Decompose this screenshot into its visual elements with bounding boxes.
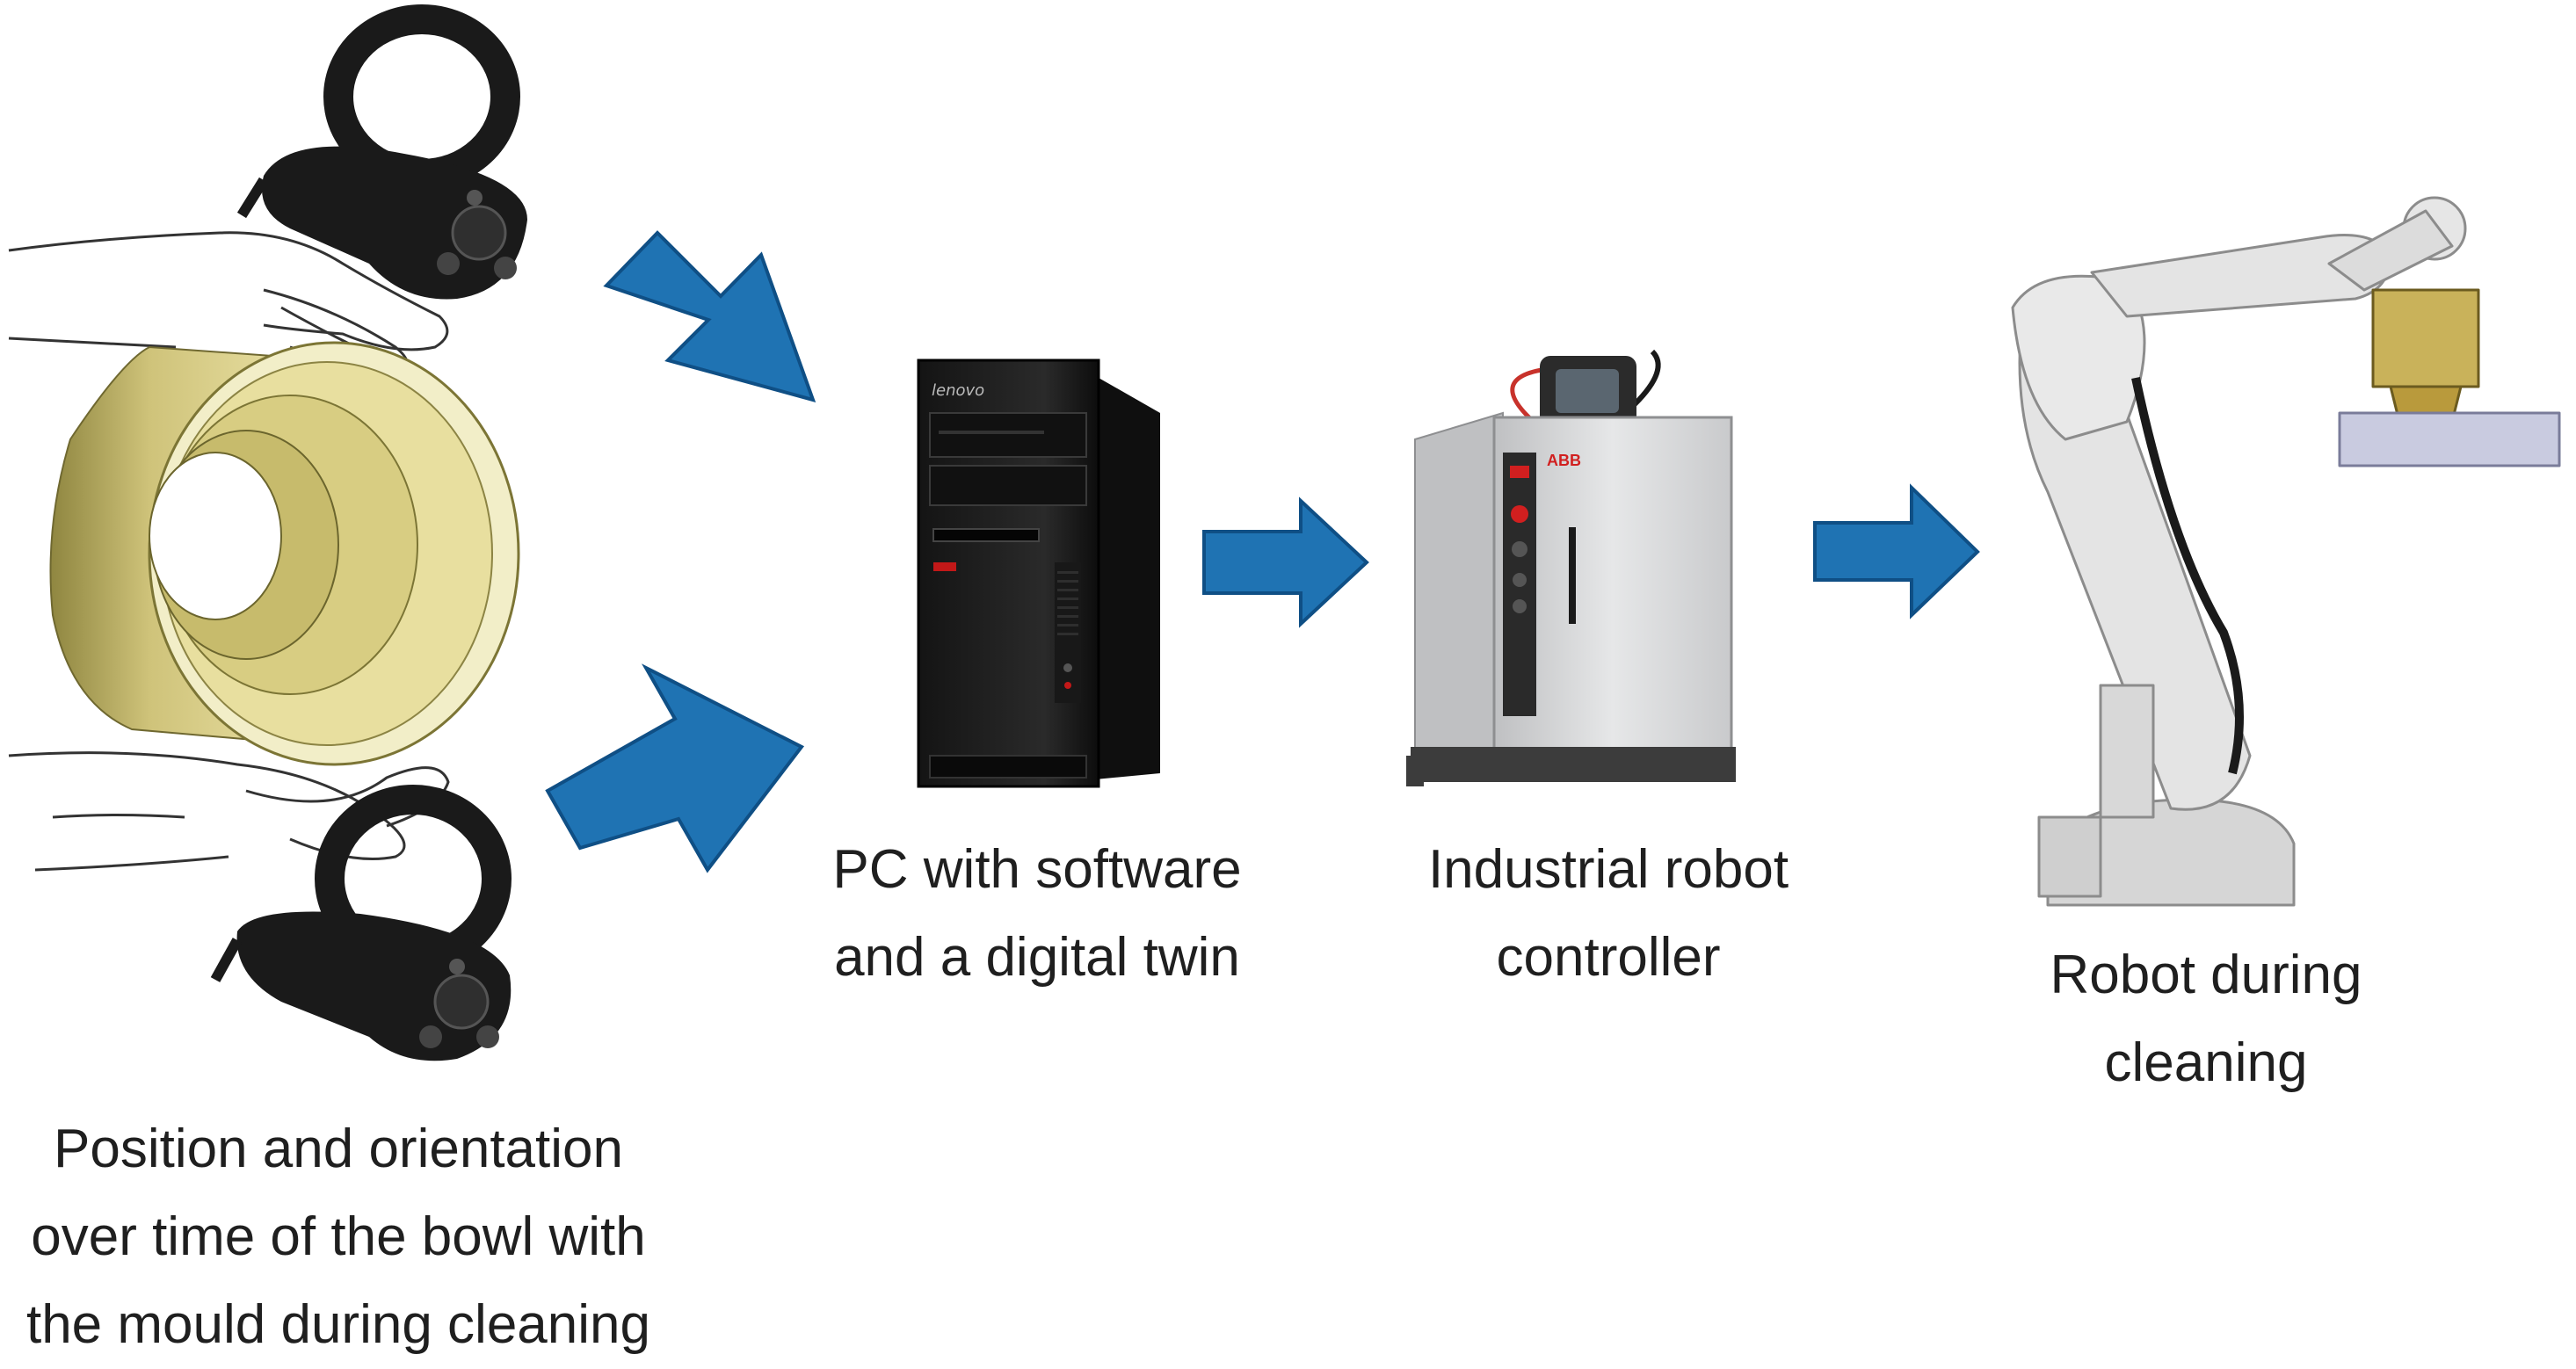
caption-robot-line-1: Robot during xyxy=(2050,945,2362,1005)
caption-robot-line-2: cleaning xyxy=(2104,1032,2308,1093)
diagram-canvas: lenovo ABB xyxy=(8,4,2561,1061)
caption-input-line-3: the mould during cleaning xyxy=(25,1294,651,1355)
vr-controller-icon xyxy=(236,4,527,300)
input-group xyxy=(8,4,527,1061)
controller-brand-label: ABB xyxy=(1547,452,1581,469)
caption-controller: Industrial robot controller xyxy=(1362,826,1854,1002)
caption-pc-line-2: and a digital twin xyxy=(834,927,1240,988)
flow-arrow-icon xyxy=(545,663,805,873)
flow-arrow-icon xyxy=(1813,483,1980,619)
industrial-robot-arm-icon xyxy=(2011,196,2561,907)
hand-icon xyxy=(8,751,450,872)
pc-tower-icon: lenovo xyxy=(917,359,1160,788)
caption-pc: PC with software and a digital twin xyxy=(773,826,1301,1002)
caption-controller-line-1: Industrial robot xyxy=(1427,839,1789,900)
flow-arrow-icon xyxy=(1202,496,1369,628)
pc-brand-label: lenovo xyxy=(932,381,984,400)
flow-arrow-icon xyxy=(603,230,816,402)
caption-pc-line-1: PC with software xyxy=(832,839,1242,900)
caption-robot: Robot during cleaning xyxy=(1986,931,2426,1107)
bowl-mould-icon xyxy=(49,341,520,766)
caption-controller-line-2: controller xyxy=(1496,927,1721,988)
robot-controller-cabinet-icon: ABB xyxy=(1406,349,1736,786)
vr-controller-icon xyxy=(210,785,512,1061)
caption-input-line-2: over time of the bowl with xyxy=(31,1206,646,1267)
caption-input-line-1: Position and orientation xyxy=(53,1119,623,1179)
caption-input: Position and orientation over time of th… xyxy=(0,1105,677,1369)
